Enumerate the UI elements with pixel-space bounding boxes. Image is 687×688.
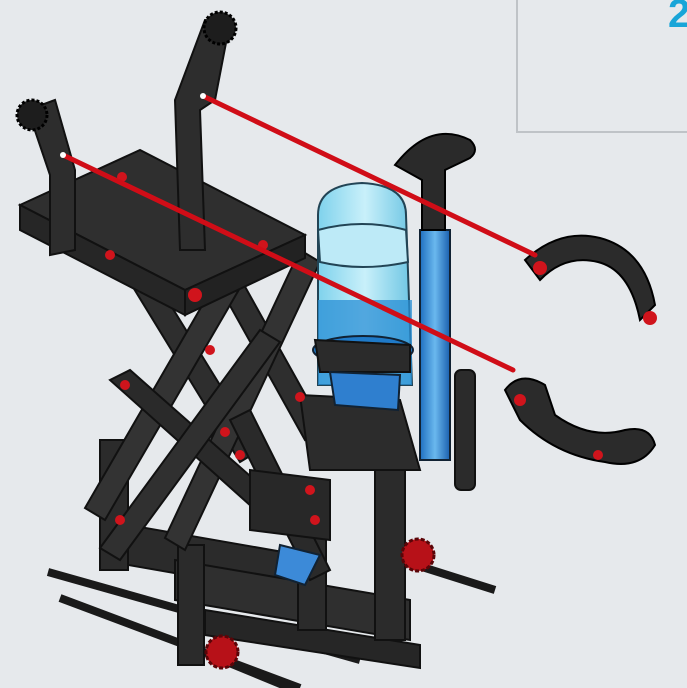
lower-handle-part	[505, 379, 655, 464]
upper-handle-part	[525, 236, 657, 325]
